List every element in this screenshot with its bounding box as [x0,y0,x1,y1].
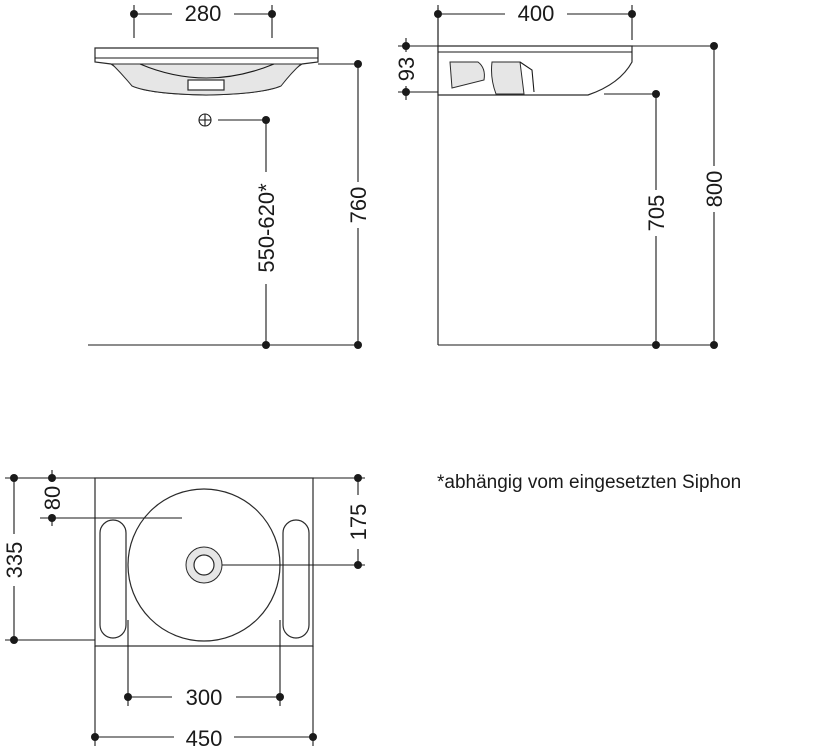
front-view: 280 550-620* 760 [88,0,372,349]
side-view: 400 93 705 800 [393,0,728,349]
siphon-footnote: *abhängig vom eingesetzten Siphon [437,472,741,493]
dim-label-175: 175 [346,504,371,541]
top-view-basin [94,477,314,647]
dim-label-760: 760 [346,187,371,224]
dim-label-80: 80 [40,486,65,510]
dim-thickness-93: 93 [393,38,438,100]
dim-label-800: 800 [702,171,727,208]
dim-label-450: 450 [186,726,223,750]
front-view-basin [94,47,319,96]
top-view: 80 335 175 [0,470,372,750]
siphon-outlet-symbol [198,113,212,127]
dim-bowl-width-300: 300 [124,620,284,710]
dim-label-335: 335 [2,542,27,579]
dim-total-width-450: 450 [91,646,317,750]
dim-back-offset-80: 80 [40,470,182,526]
dim-width-280: 280 [130,0,276,38]
dim-label-300: 300 [186,685,223,710]
dim-label-280: 280 [185,1,222,26]
dim-depth-400: 400 [434,0,636,40]
dim-total-height: 800 [632,42,728,349]
dim-underside-height: 705 [604,90,670,349]
dim-rim-height: 760 [318,60,372,349]
dim-label-705: 705 [644,195,669,232]
dim-drain-offset-175: 175 [222,474,372,569]
dim-label-93: 93 [394,57,419,81]
dim-label-550-620: 550-620* [254,183,279,273]
dim-total-depth-335: 335 [0,474,95,644]
side-view-basin [437,45,633,96]
dim-siphon-height: 550-620* [218,116,280,349]
dim-label-400: 400 [518,1,555,26]
